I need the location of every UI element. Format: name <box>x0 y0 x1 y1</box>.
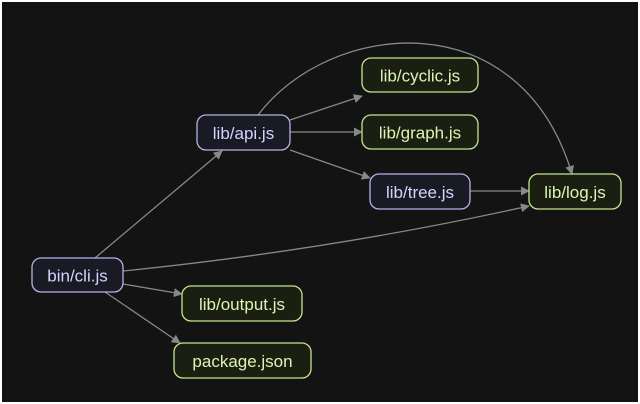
node-label: lib/log.js <box>544 183 605 202</box>
edge-bin-cli-to-package-json <box>104 291 181 344</box>
edge-lib-api-to-lib-cyclic <box>289 94 363 121</box>
node-lib-cyclic[interactable]: lib/cyclic.js <box>361 57 479 93</box>
node-box <box>181 285 303 322</box>
node-lib-log[interactable]: lib/log.js <box>528 173 622 210</box>
edge-lib-api-to-lib-tree <box>289 149 371 180</box>
edges-layer <box>94 42 574 344</box>
node-lib-graph[interactable]: lib/graph.js <box>361 114 479 150</box>
node-label: lib/api.js <box>213 124 274 143</box>
node-lib-tree[interactable]: lib/tree.js <box>369 173 471 210</box>
edge-bin-cli-to-lib-output <box>122 283 183 298</box>
node-lib-api[interactable]: lib/api.js <box>196 114 291 151</box>
edge-bin-cli-to-lib-api <box>94 150 223 259</box>
node-box <box>361 114 479 150</box>
node-lib-output[interactable]: lib/output.js <box>181 285 303 322</box>
node-label: lib/tree.js <box>386 183 454 202</box>
node-label: lib/output.js <box>199 295 285 314</box>
node-box <box>196 114 291 151</box>
node-label: package.json <box>192 352 292 371</box>
node-box <box>369 173 471 210</box>
node-box <box>173 342 312 379</box>
node-package-json[interactable]: package.json <box>173 342 312 379</box>
node-bin-cli[interactable]: bin/cli.js <box>31 257 124 293</box>
node-box <box>528 173 622 210</box>
edge-bin-cli-to-lib-log <box>122 203 530 272</box>
node-box <box>31 257 124 293</box>
edge-lib-api-to-lib-log <box>257 42 574 175</box>
nodes-layer: bin/cli.js lib/api.js lib/tree.js lib/cycli… <box>31 57 622 379</box>
node-box <box>361 57 479 93</box>
node-label: lib/cyclic.js <box>380 67 460 86</box>
node-label: bin/cli.js <box>47 267 107 286</box>
node-label: lib/graph.js <box>379 124 461 143</box>
